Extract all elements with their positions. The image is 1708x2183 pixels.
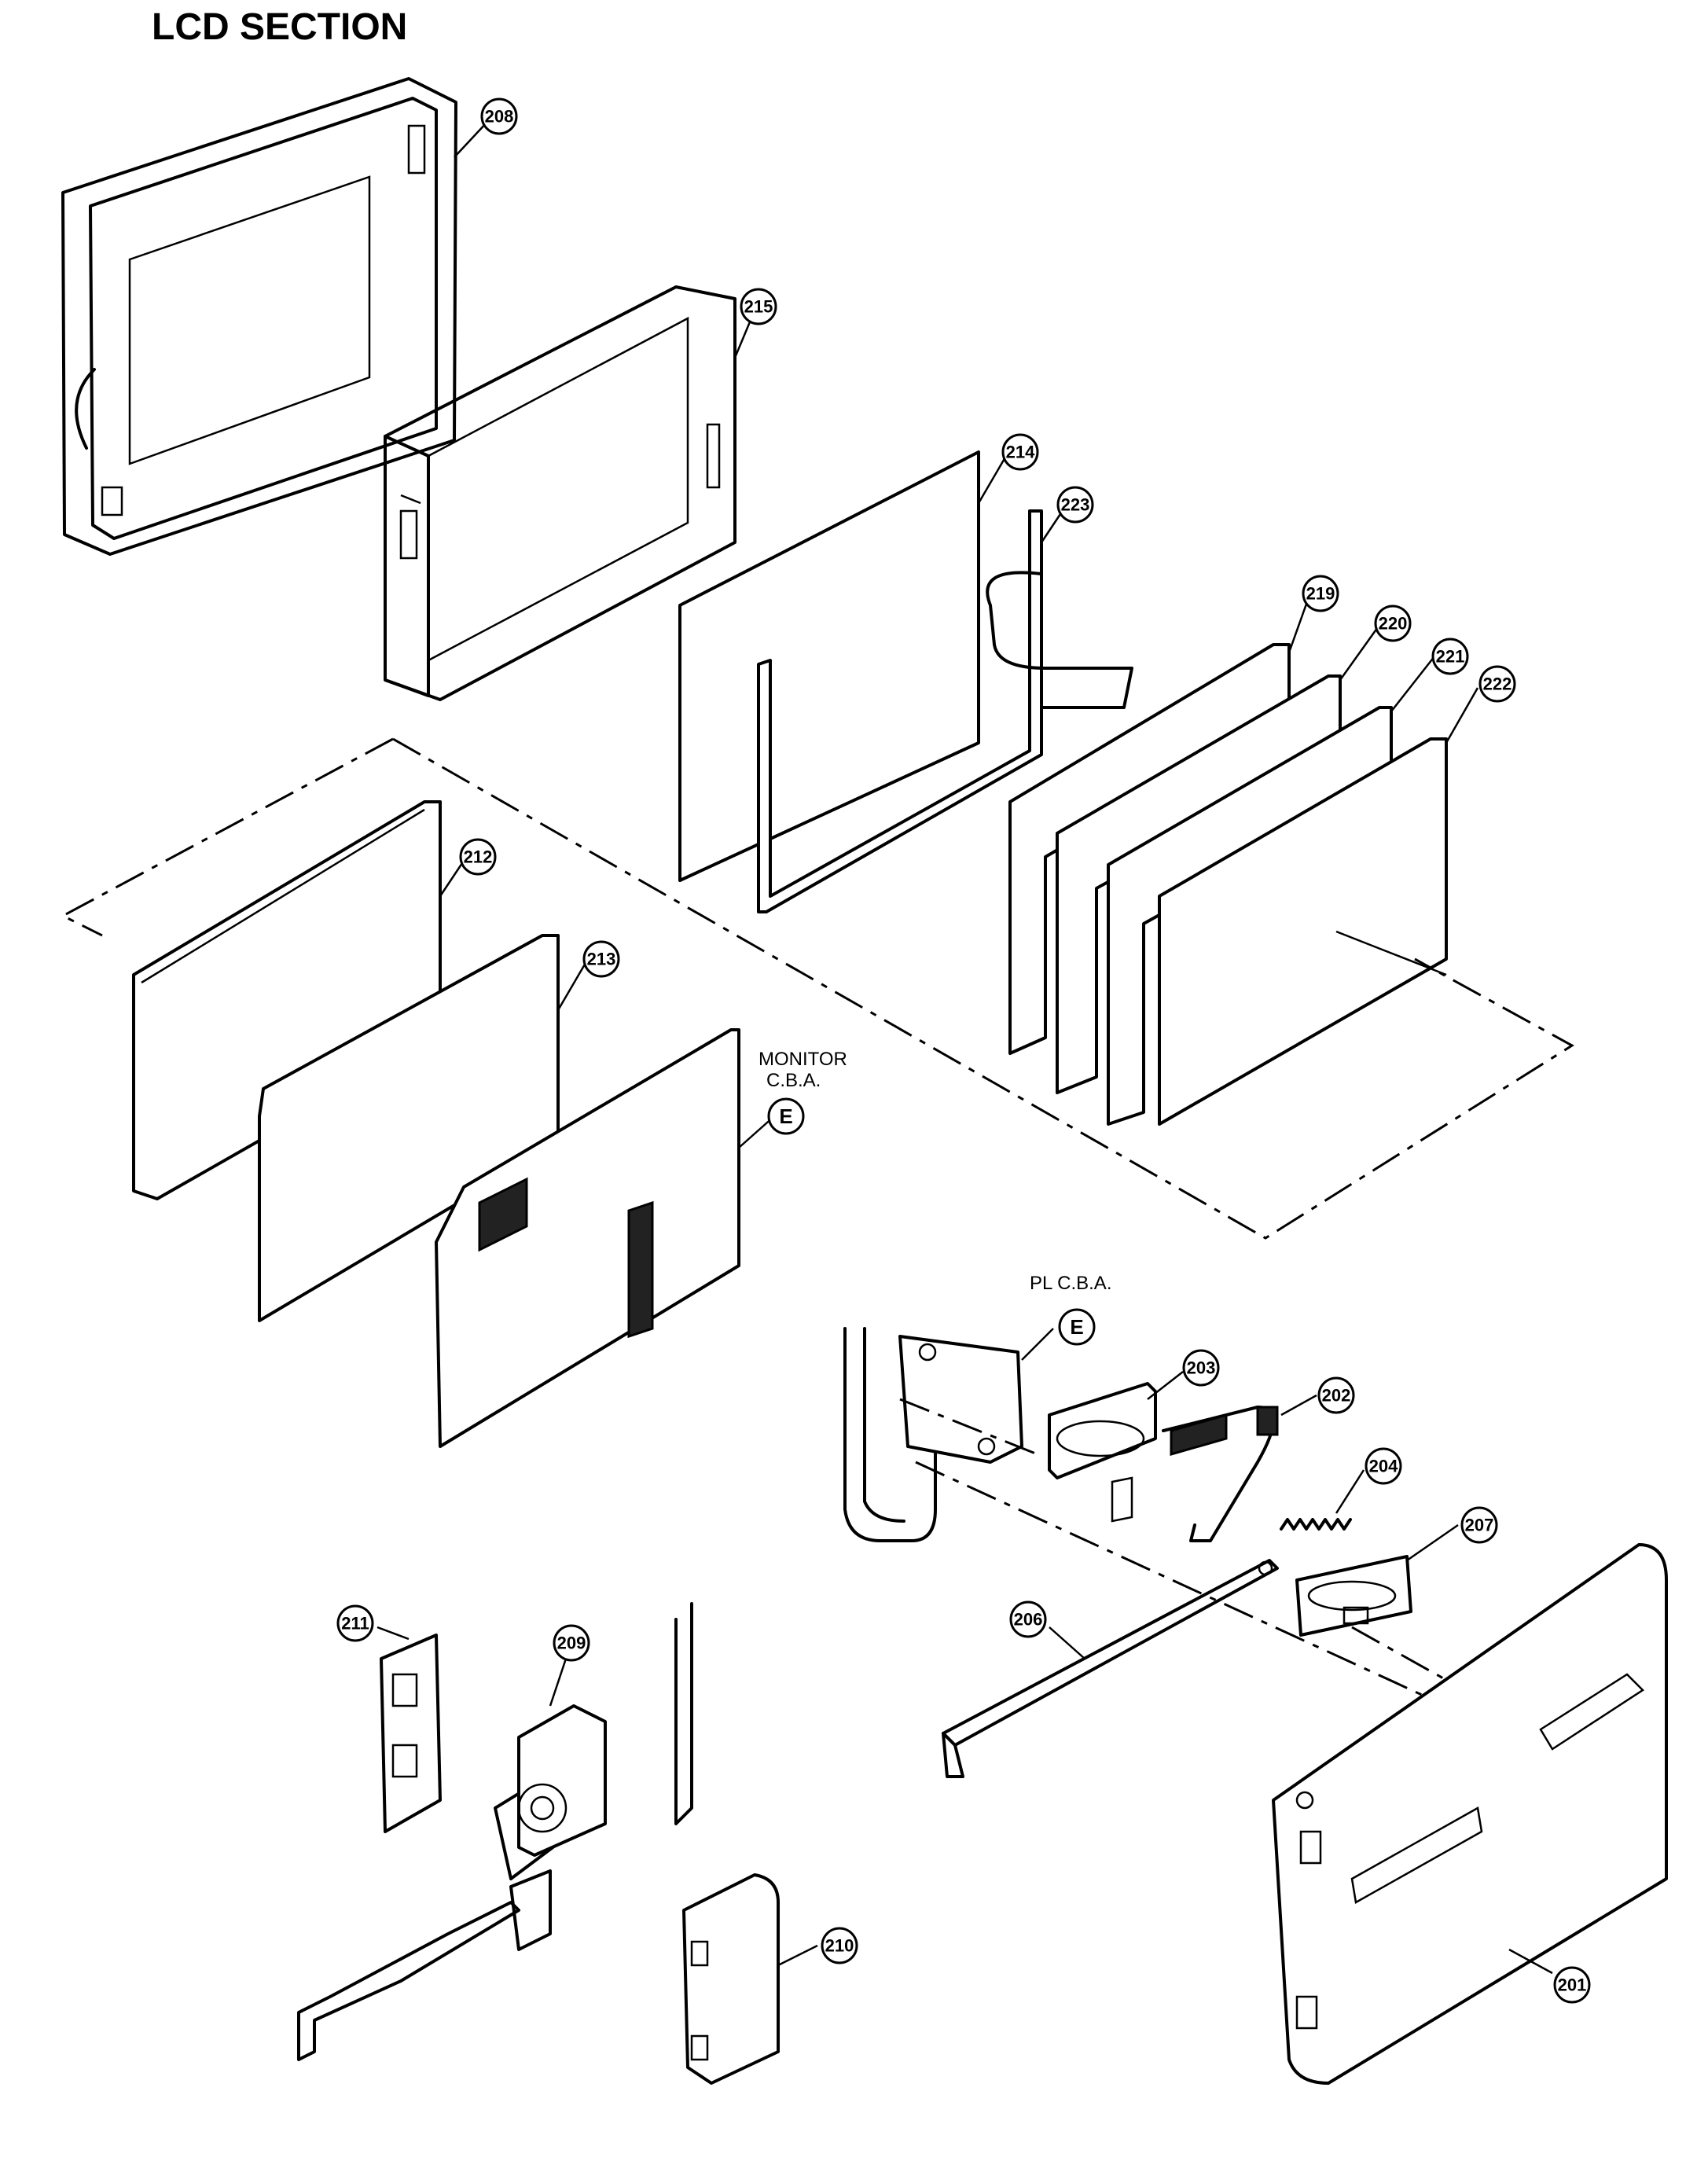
svg-text:209: 209: [557, 1634, 586, 1653]
svg-text:211: 211: [341, 1614, 369, 1634]
part-207-button: [1295, 1555, 1412, 1637]
part-214-panel: [678, 450, 980, 882]
svg-text:203: 203: [1187, 1358, 1216, 1378]
callout-207: 207: [1460, 1506, 1498, 1544]
svg-text:E: E: [779, 1104, 792, 1128]
callout-221: 221: [1431, 638, 1469, 675]
pl-cba-label: PL C.B.A. E: [1030, 1273, 1111, 1346]
callout-220: 220: [1374, 605, 1412, 642]
callout-206: 206: [1009, 1600, 1047, 1638]
callout-215: 215: [740, 288, 777, 325]
callout-214: 214: [1001, 433, 1039, 471]
monitor-cba-board: [435, 1028, 740, 1448]
callout-219: 219: [1302, 575, 1339, 612]
callout-223: 223: [1056, 486, 1094, 524]
svg-text:204: 204: [1369, 1457, 1398, 1476]
svg-text:214: 214: [1006, 443, 1035, 462]
svg-text:MONITOR: MONITOR: [758, 1049, 847, 1070]
part-208-lcd-frame: [61, 77, 457, 556]
svg-text:201: 201: [1558, 1975, 1587, 1995]
assembly-reference-line-2: [392, 737, 1574, 1240]
svg-text:221: 221: [1436, 647, 1465, 667]
svg-text:C.B.A.: C.B.A.: [766, 1070, 821, 1091]
callout-201: 201: [1553, 1966, 1591, 2004]
svg-text:208: 208: [485, 107, 514, 127]
svg-text:212: 212: [464, 847, 493, 867]
svg-text:220: 220: [1379, 614, 1408, 634]
callout-204: 204: [1365, 1447, 1402, 1485]
callout-211: 211: [336, 1604, 374, 1642]
svg-text:210: 210: [825, 1936, 854, 1956]
svg-text:219: 219: [1306, 584, 1335, 604]
svg-text:PL C.B.A.: PL C.B.A.: [1030, 1273, 1111, 1294]
pl-cba-board: [843, 1327, 1023, 1542]
assembly-reference-line: [60, 737, 394, 937]
callout-213: 213: [582, 940, 620, 978]
part-209-hinge: [297, 1602, 693, 2061]
callout-203: 203: [1182, 1349, 1220, 1387]
part-206-rod: [942, 1559, 1279, 1778]
callout-209: 209: [553, 1624, 590, 1662]
svg-text:223: 223: [1061, 495, 1090, 515]
svg-text:222: 222: [1483, 674, 1512, 694]
svg-text:213: 213: [587, 950, 616, 969]
leader-lines: [376, 121, 1553, 1975]
svg-text:215: 215: [744, 297, 773, 317]
part-203-bracket: [1048, 1382, 1157, 1523]
callout-208: 208: [480, 97, 518, 135]
part-223-flex-frame: [757, 509, 1133, 913]
svg-text:E: E: [1070, 1315, 1083, 1339]
part-201-side-cover: [1272, 1543, 1668, 2085]
monitor-cba-label: MONITOR C.B.A. E: [758, 1049, 847, 1135]
callout-202: 202: [1317, 1376, 1355, 1414]
callout-212: 212: [459, 838, 497, 876]
callout-222: 222: [1478, 665, 1516, 703]
part-210-cap: [682, 1873, 780, 2085]
callout-210: 210: [821, 1927, 858, 1964]
part-215-lcd-holder: [384, 285, 736, 701]
svg-text:206: 206: [1014, 1610, 1043, 1630]
svg-text:202: 202: [1322, 1386, 1351, 1406]
section-title: LCD SECTION: [152, 6, 407, 48]
part-202-switch: [1162, 1406, 1279, 1542]
part-211-bracket: [380, 1634, 442, 1833]
svg-text:207: 207: [1465, 1516, 1494, 1535]
part-204-spring: [1280, 1518, 1352, 1531]
